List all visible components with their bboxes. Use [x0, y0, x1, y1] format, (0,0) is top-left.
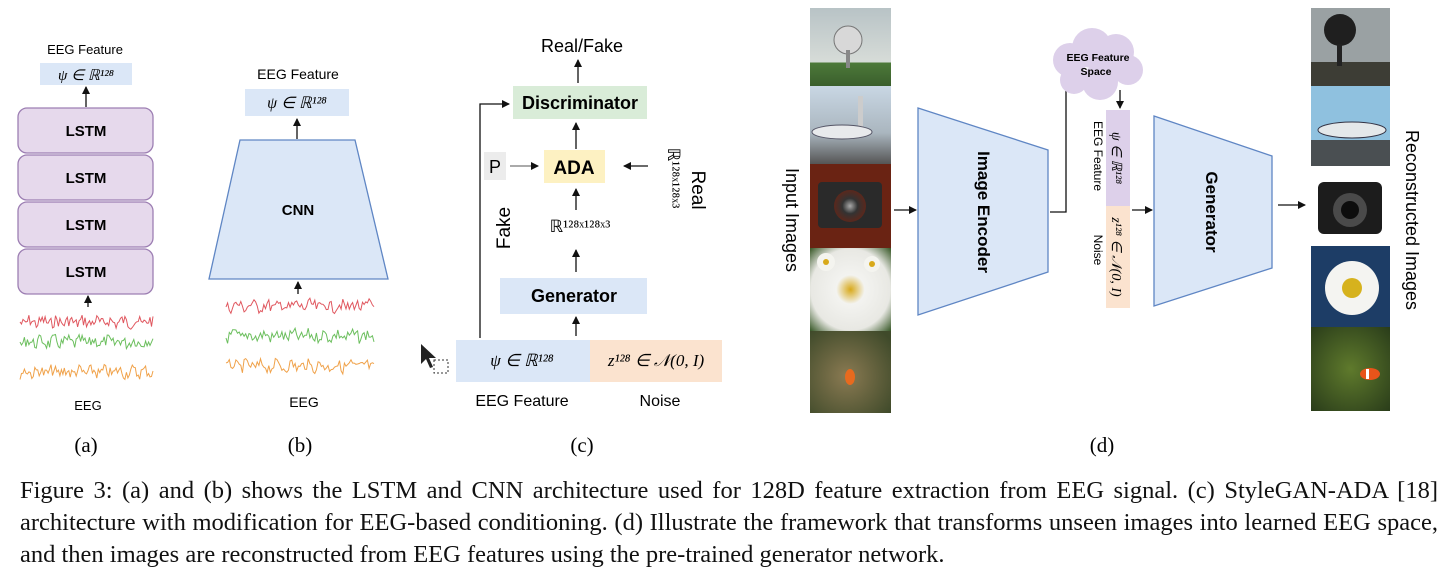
eeg-waveform — [225, 356, 375, 376]
panel-b-sublabel: (b) — [288, 433, 313, 457]
reconstructed-image-radio-telescope — [1311, 8, 1390, 86]
reconstructed-image-anemone-fish — [1311, 327, 1390, 411]
feature-box-d — [1106, 110, 1130, 206]
feature-box-c — [456, 340, 590, 382]
reconstructed-image-daisy — [1311, 246, 1390, 327]
feature-label-c: EEG Feature — [475, 393, 568, 410]
input-image-daisies — [810, 248, 891, 331]
ada-label: ADA — [553, 158, 594, 179]
ada-box — [544, 150, 605, 183]
panel-b-feature: ψ ∈ ℝ¹²⁸ — [267, 95, 327, 112]
generator-label-c: Generator — [531, 286, 617, 306]
eeg-waveform — [19, 363, 154, 381]
input-image-camera — [810, 164, 891, 248]
fake-dims: ℝ¹²⁸ˣ¹²⁸ˣ³ — [550, 217, 611, 236]
noise-box-c — [590, 340, 722, 382]
cnn-trapezoid — [208, 139, 389, 280]
feature-to-discriminator-arrow — [479, 100, 510, 338]
panel-b-top-label: EEG Feature — [257, 66, 339, 82]
panel-d: Input Images — [782, 8, 1422, 457]
generator-trapezoid-d — [1153, 115, 1273, 307]
encoder-to-cloud-arrow — [1050, 79, 1070, 213]
noise-d: z¹²⁸ ∈ 𝒩(0, I) — [1108, 216, 1123, 297]
image-encoder-trapezoid — [917, 107, 1049, 316]
cloud-label-line2: Space — [1081, 66, 1112, 78]
lstm-stack: LSTM LSTM LSTM LSTM — [17, 107, 154, 295]
input-image-radio-telescope — [810, 8, 891, 86]
fake-label: Fake — [494, 207, 515, 249]
discriminator-box — [513, 86, 647, 119]
figure-3-diagram: EEG Feature ψ ∈ ℝ¹²⁸ LSTM LSTM LSTM LSTM… — [17, 8, 1422, 457]
lstm-block-3 — [17, 201, 154, 248]
panel-c: Real/Fake Discriminator ADA P Real ℝ¹²⁸ˣ… — [421, 36, 722, 457]
input-image-anemone-fish — [810, 331, 891, 413]
real-dims: ℝ¹²⁸ˣ¹²⁸ˣ³ — [664, 148, 683, 209]
cursor-icon — [421, 344, 449, 374]
cnn-label: CNN — [282, 202, 315, 219]
cloud-label-line1: EEG Feature — [1066, 52, 1129, 64]
feature-c: ψ ∈ ℝ¹²⁸ — [490, 351, 554, 370]
lstm-block-2 — [17, 154, 154, 201]
panel-b-eeg-signals — [225, 297, 375, 376]
panel-a-feature: ψ ∈ ℝ¹²⁸ — [58, 68, 114, 84]
input-images — [810, 8, 891, 413]
panel-b-feature-box — [245, 89, 349, 116]
real-label: Real — [687, 170, 708, 209]
eeg-feature-space-cloud: EEG Feature Space — [1053, 28, 1143, 100]
panel-a-top-label: EEG Feature — [47, 42, 123, 57]
p-box — [484, 152, 506, 180]
lstm-block-1 — [17, 107, 154, 154]
noise-label-d: Noise — [1091, 235, 1105, 266]
eeg-waveform — [225, 297, 375, 315]
figure-caption: Figure 3: (a) and (b) shows the LSTM and… — [20, 477, 1438, 568]
feature-d: ψ ∈ ℝ¹²⁸ — [1108, 132, 1123, 184]
lstm-label-3: LSTM — [66, 217, 107, 234]
lstm-label-1: LSTM — [66, 123, 107, 140]
panel-a-eeg-signals — [19, 314, 154, 381]
eeg-waveform — [225, 326, 375, 345]
panel-a-bottom-label: EEG — [74, 398, 101, 413]
panel-c-sublabel: (c) — [570, 433, 593, 457]
panel-a-feature-box — [40, 63, 132, 85]
panel-b-bottom-label: EEG — [289, 394, 319, 410]
reconstructed-images-label: Reconstructed Images — [1402, 130, 1422, 310]
lstm-block-4 — [17, 248, 154, 295]
discriminator-label: Discriminator — [522, 93, 638, 113]
eeg-waveform — [19, 314, 154, 330]
generator-box-c — [500, 278, 647, 314]
noise-label-c: Noise — [640, 393, 681, 410]
noise-c: z¹²⁸ ∈ 𝒩(0, I) — [607, 351, 705, 370]
real-fake-label: Real/Fake — [541, 36, 623, 56]
lstm-label-4: LSTM — [66, 264, 107, 281]
noise-box-d — [1106, 206, 1130, 308]
input-image-airplane — [810, 86, 891, 164]
panel-a-sublabel: (a) — [74, 433, 97, 457]
reconstructed-image-camera — [1311, 166, 1390, 246]
feature-label-d: EEG Feature — [1091, 121, 1105, 191]
panel-a: EEG Feature ψ ∈ ℝ¹²⁸ LSTM LSTM LSTM LSTM… — [17, 42, 154, 457]
lstm-label-2: LSTM — [66, 170, 107, 187]
panel-b: EEG Feature ψ ∈ ℝ¹²⁸ CNN EEG (b) — [208, 66, 389, 457]
input-images-label: Input Images — [782, 168, 802, 272]
generator-label-d: Generator — [1202, 171, 1221, 253]
image-encoder-label: Image Encoder — [974, 151, 993, 273]
reconstructed-images — [1311, 8, 1390, 411]
reconstructed-image-airplane — [1311, 86, 1390, 166]
panel-d-sublabel: (d) — [1090, 433, 1115, 457]
eeg-waveform — [19, 333, 154, 351]
p-label: P — [489, 157, 501, 177]
